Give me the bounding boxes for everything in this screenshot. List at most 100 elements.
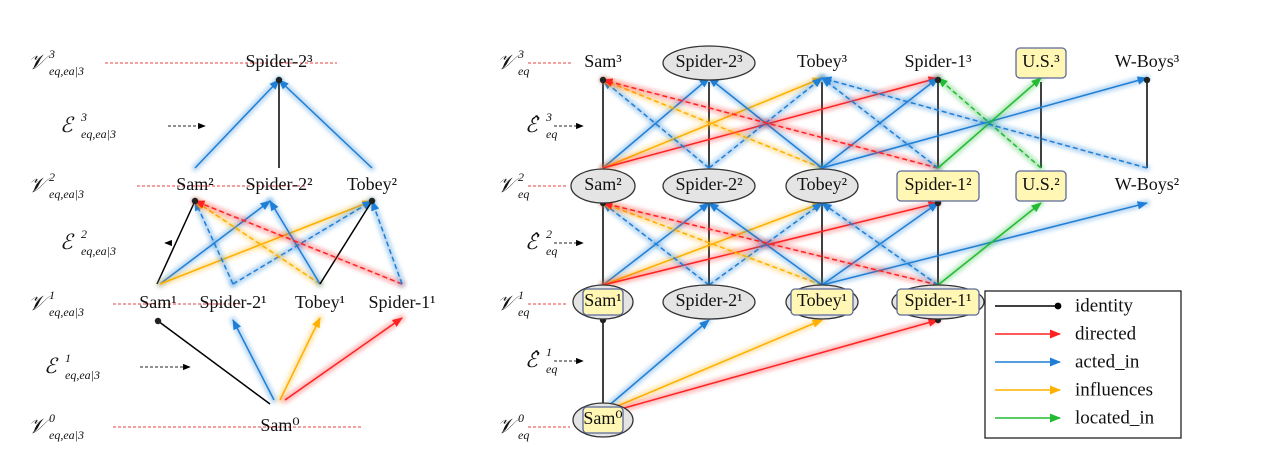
left-row-symbol-1-sup: 1 — [49, 288, 55, 302]
right-row-symbol-3-sup: 3 — [517, 47, 524, 61]
left-node-7: Spider-1¹ — [368, 292, 435, 312]
right-panel-edges — [528, 62, 1151, 428]
right-row-symbol-1-sub: eq — [518, 305, 529, 319]
r-wb2-tob3 — [819, 75, 1150, 171]
left-row-symbol-0-sub: eq,ea|3 — [49, 428, 84, 442]
right-edge-symbol-3-sup: 3 — [545, 110, 552, 124]
right-row-symbol-2-sub: eq — [518, 187, 529, 201]
right-node-1: Spider-2³ — [675, 51, 743, 71]
r-sp12-sam3 — [600, 77, 941, 171]
right-row-symbol-0-sup: 0 — [518, 411, 524, 425]
node-rect-sam-0 — [582, 406, 624, 434]
right-edge-symbol-2-sup: 2 — [546, 227, 552, 241]
node-shape-us-3 — [1015, 47, 1067, 79]
left-node-2: Spider-2² — [245, 174, 312, 194]
r-sam0-sp11 — [607, 317, 941, 415]
right-row-symbol-3-sub: eq — [518, 64, 529, 78]
r-dot-0 — [599, 76, 607, 84]
left-row-symbol-2-sup: 2 — [49, 170, 55, 184]
edge-sam1-tobey2 — [157, 198, 375, 287]
r-tob1-wb2 — [819, 200, 1150, 288]
left-edge-symbol-2-sup: 2 — [81, 227, 87, 241]
left-edge-symbol-3-sup: 3 — [80, 110, 87, 124]
node-rect-sam-1 — [582, 288, 624, 316]
dot-spider2-3 — [275, 76, 283, 84]
dot-sam1 — [154, 317, 162, 325]
r-sp12-tob3 — [819, 75, 941, 171]
right-row-symbol-1-sup: 1 — [518, 288, 524, 302]
right-row-symbol-2-sup: 2 — [518, 170, 524, 184]
r-dot-2 — [1143, 76, 1151, 84]
dot-sam2 — [191, 197, 199, 205]
right-node-3: Spider-1³ — [904, 51, 972, 71]
left-node-8: Sam⁰ — [260, 415, 299, 435]
edge-identity-sam-0-1 — [157, 320, 271, 405]
left-edge-symbol-3-main: ℰ — [60, 113, 75, 137]
right-node-7: Spider-2² — [675, 174, 742, 194]
legend-label: influences — [1075, 379, 1153, 400]
edge-identity-sam-1-2 — [156, 200, 196, 285]
legend-item-acted_in: acted_in — [995, 351, 1140, 372]
r-sp22-sam3 — [600, 77, 712, 171]
left-edge-symbol-2-main: ℰ — [60, 230, 75, 254]
right-node-11: W-Boys² — [1115, 174, 1179, 194]
edge-sam0-spider11 — [282, 315, 405, 403]
node-shape-spider2-3 — [662, 45, 756, 81]
right-edge-symbol-1-sup: 1 — [546, 345, 552, 359]
node-shape-us-2 — [1015, 170, 1067, 202]
r-sp11-us2 — [935, 200, 1044, 288]
legend-item-located_in: located_in — [995, 407, 1155, 428]
right-edge-symbol-2-sub: eq — [546, 244, 557, 258]
left-edge-symbol-1-sub: eq,ea|3 — [65, 368, 100, 382]
edge-spider11-sam2 — [192, 198, 405, 287]
r-tob1-sam2 — [600, 200, 825, 288]
node-shape-spider1-2 — [896, 170, 980, 202]
right-node-12: Sam¹ — [584, 290, 621, 310]
r-tob2-sam3 — [600, 77, 825, 171]
r-sam0-sp21 — [603, 317, 712, 411]
left-node-0: Spider-2³ — [245, 51, 313, 71]
right-node-10: U.S.² — [1022, 174, 1059, 194]
edge-sam2-spider2-3 — [192, 77, 282, 171]
legend: identity directed acted_in influences locate… — [984, 290, 1182, 439]
edge-spider21-sam2 — [192, 198, 236, 287]
legend-label: identity — [1075, 295, 1134, 316]
right-edge-symbol-1-main: ℰ̂ — [525, 348, 540, 372]
right-edge-symbol-3-main: ℰ̂ — [525, 113, 540, 137]
legend-item-identity: identity — [995, 295, 1134, 316]
right-node-5: W-Boys³ — [1115, 51, 1180, 71]
edge-spider11-tobey2 — [369, 198, 405, 287]
legend-label: directed — [1075, 323, 1137, 344]
legend-item-influences: influences — [995, 379, 1153, 400]
r-sam0-tob1 — [605, 317, 825, 413]
node-shape-tobey-2 — [785, 168, 859, 204]
left-row-symbol-3-sub: eq,ea|3 — [49, 64, 84, 78]
left-panel-edges — [105, 62, 405, 428]
right-node-14: Tobey¹ — [797, 290, 847, 310]
left-row-symbol-1-sub: eq,ea|3 — [49, 305, 84, 319]
legend-label: acted_in — [1075, 351, 1140, 372]
right-row-symbol-0-sub: eq — [518, 428, 529, 442]
left-node-5: Spider-2¹ — [199, 292, 266, 312]
right-node-15: Spider-1¹ — [904, 290, 971, 310]
left-node-1: Sam² — [176, 174, 213, 194]
right-edge-symbol-3: ℰ̂ 3 eq — [525, 110, 557, 141]
r-sp21-sam2 — [600, 200, 712, 288]
r-dot-1 — [934, 76, 942, 84]
right-node-16: Sam⁰ — [583, 408, 622, 428]
right-edge-symbol-3-sub: eq — [546, 127, 557, 141]
left-edge-symbol-3-sub: eq,ea|3 — [81, 127, 116, 141]
node-shape-spider2-2 — [662, 168, 756, 204]
node-shape-sam-2 — [570, 168, 636, 204]
edge-tobey1-sam2 — [192, 198, 323, 287]
right-panel-nodes — [570, 45, 1067, 438]
dot-tobey2 — [368, 197, 376, 205]
